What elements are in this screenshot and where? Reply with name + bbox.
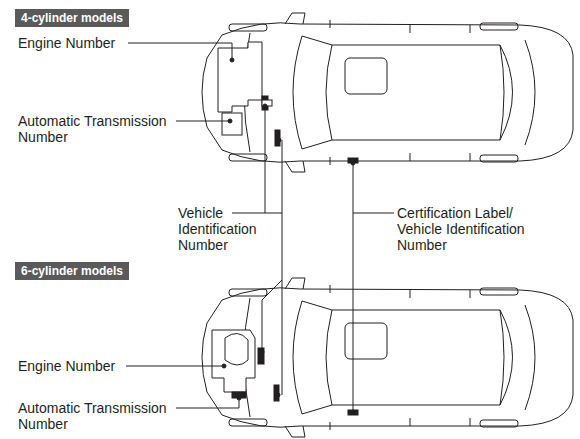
part-label: Automatic Transmission Number bbox=[18, 400, 178, 432]
part-label: Automatic Transmission Number bbox=[18, 113, 178, 145]
model-badge: 6-cylinder models bbox=[15, 262, 129, 280]
part-label: Vehicle Identification Number bbox=[178, 205, 278, 253]
part-label: Certification Label/ Vehicle Identificat… bbox=[397, 205, 557, 253]
badge-text: 4-cylinder models bbox=[21, 11, 123, 25]
badge-text: 6-cylinder models bbox=[21, 264, 123, 278]
part-label: Engine Number bbox=[18, 358, 128, 374]
model-badge: 4-cylinder models bbox=[15, 9, 129, 27]
part-label: Engine Number bbox=[18, 35, 128, 51]
